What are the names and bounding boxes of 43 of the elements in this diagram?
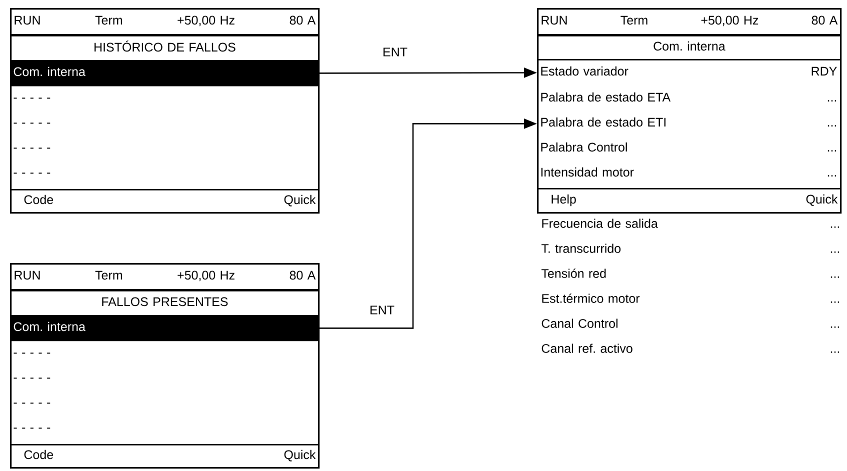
label: ... (830, 301, 840, 303)
menu-row: Frecuencia de salida ... (542, 218, 840, 228)
menu-row: - - - - - (14, 148, 50, 149)
menu-row: Canal Control ... (542, 318, 840, 328)
label: T. transcurrido (541, 244, 621, 253)
menu-row: - - - - - (14, 378, 50, 379)
menu-row: - - - - - (14, 352, 50, 354)
menu-row: Palabra de estado ETI ... (541, 117, 836, 127)
edge-label: ENT (368, 304, 396, 316)
node-label: Com. interna (14, 66, 86, 76)
menu-row: - - - - - (14, 402, 50, 404)
status-bar: RUN Term +50,00 Hz 80 A (10, 263, 320, 290)
function-key-bar: Code Quick (10, 444, 320, 468)
menu-row: Canal ref. activo ... (542, 344, 840, 353)
label: ... (830, 351, 840, 353)
node-label: Com. interna (14, 322, 86, 332)
label: Canal ref. activo (542, 344, 632, 353)
selected-row: Com. interna (10, 60, 318, 86)
label: Tensión red (541, 268, 606, 278)
label: Est.térmico motor (542, 294, 640, 303)
menu-row: Palabra de estado ETA ... (541, 92, 836, 102)
label: ... (830, 251, 840, 253)
menu-row: Palabra Control ... (541, 142, 836, 152)
menu-row: Est.térmico motor ... (542, 294, 840, 303)
menu-row: - - - - - (14, 172, 50, 174)
menu-row: T. transcurrido ... (541, 244, 840, 253)
label: ... (830, 276, 840, 278)
function-key-bar: Help Quick (537, 188, 842, 214)
edge-label: ENT (382, 46, 408, 58)
status-bar: RUN Term +50,00 Hz 80 A (10, 8, 320, 36)
menu-row: Intensidad motor ... (541, 167, 836, 177)
label: ... (830, 226, 840, 228)
menu-row: Tensión red ... (541, 268, 840, 278)
menu-row: - - - - - (14, 122, 50, 124)
selected-row: Com. interna (10, 315, 318, 342)
menu-row: - - - - - (14, 428, 50, 429)
label: Canal Control (542, 318, 618, 328)
function-key-bar: Code Quick (10, 189, 320, 214)
menu-row: Estado variador RDY (541, 66, 837, 76)
menu-row: - - - - - (14, 98, 50, 99)
status-bar: RUN Term +50,00 Hz 80 A (537, 8, 842, 36)
title-bar: Com. interna (537, 35, 842, 60)
label: ... (830, 326, 840, 328)
